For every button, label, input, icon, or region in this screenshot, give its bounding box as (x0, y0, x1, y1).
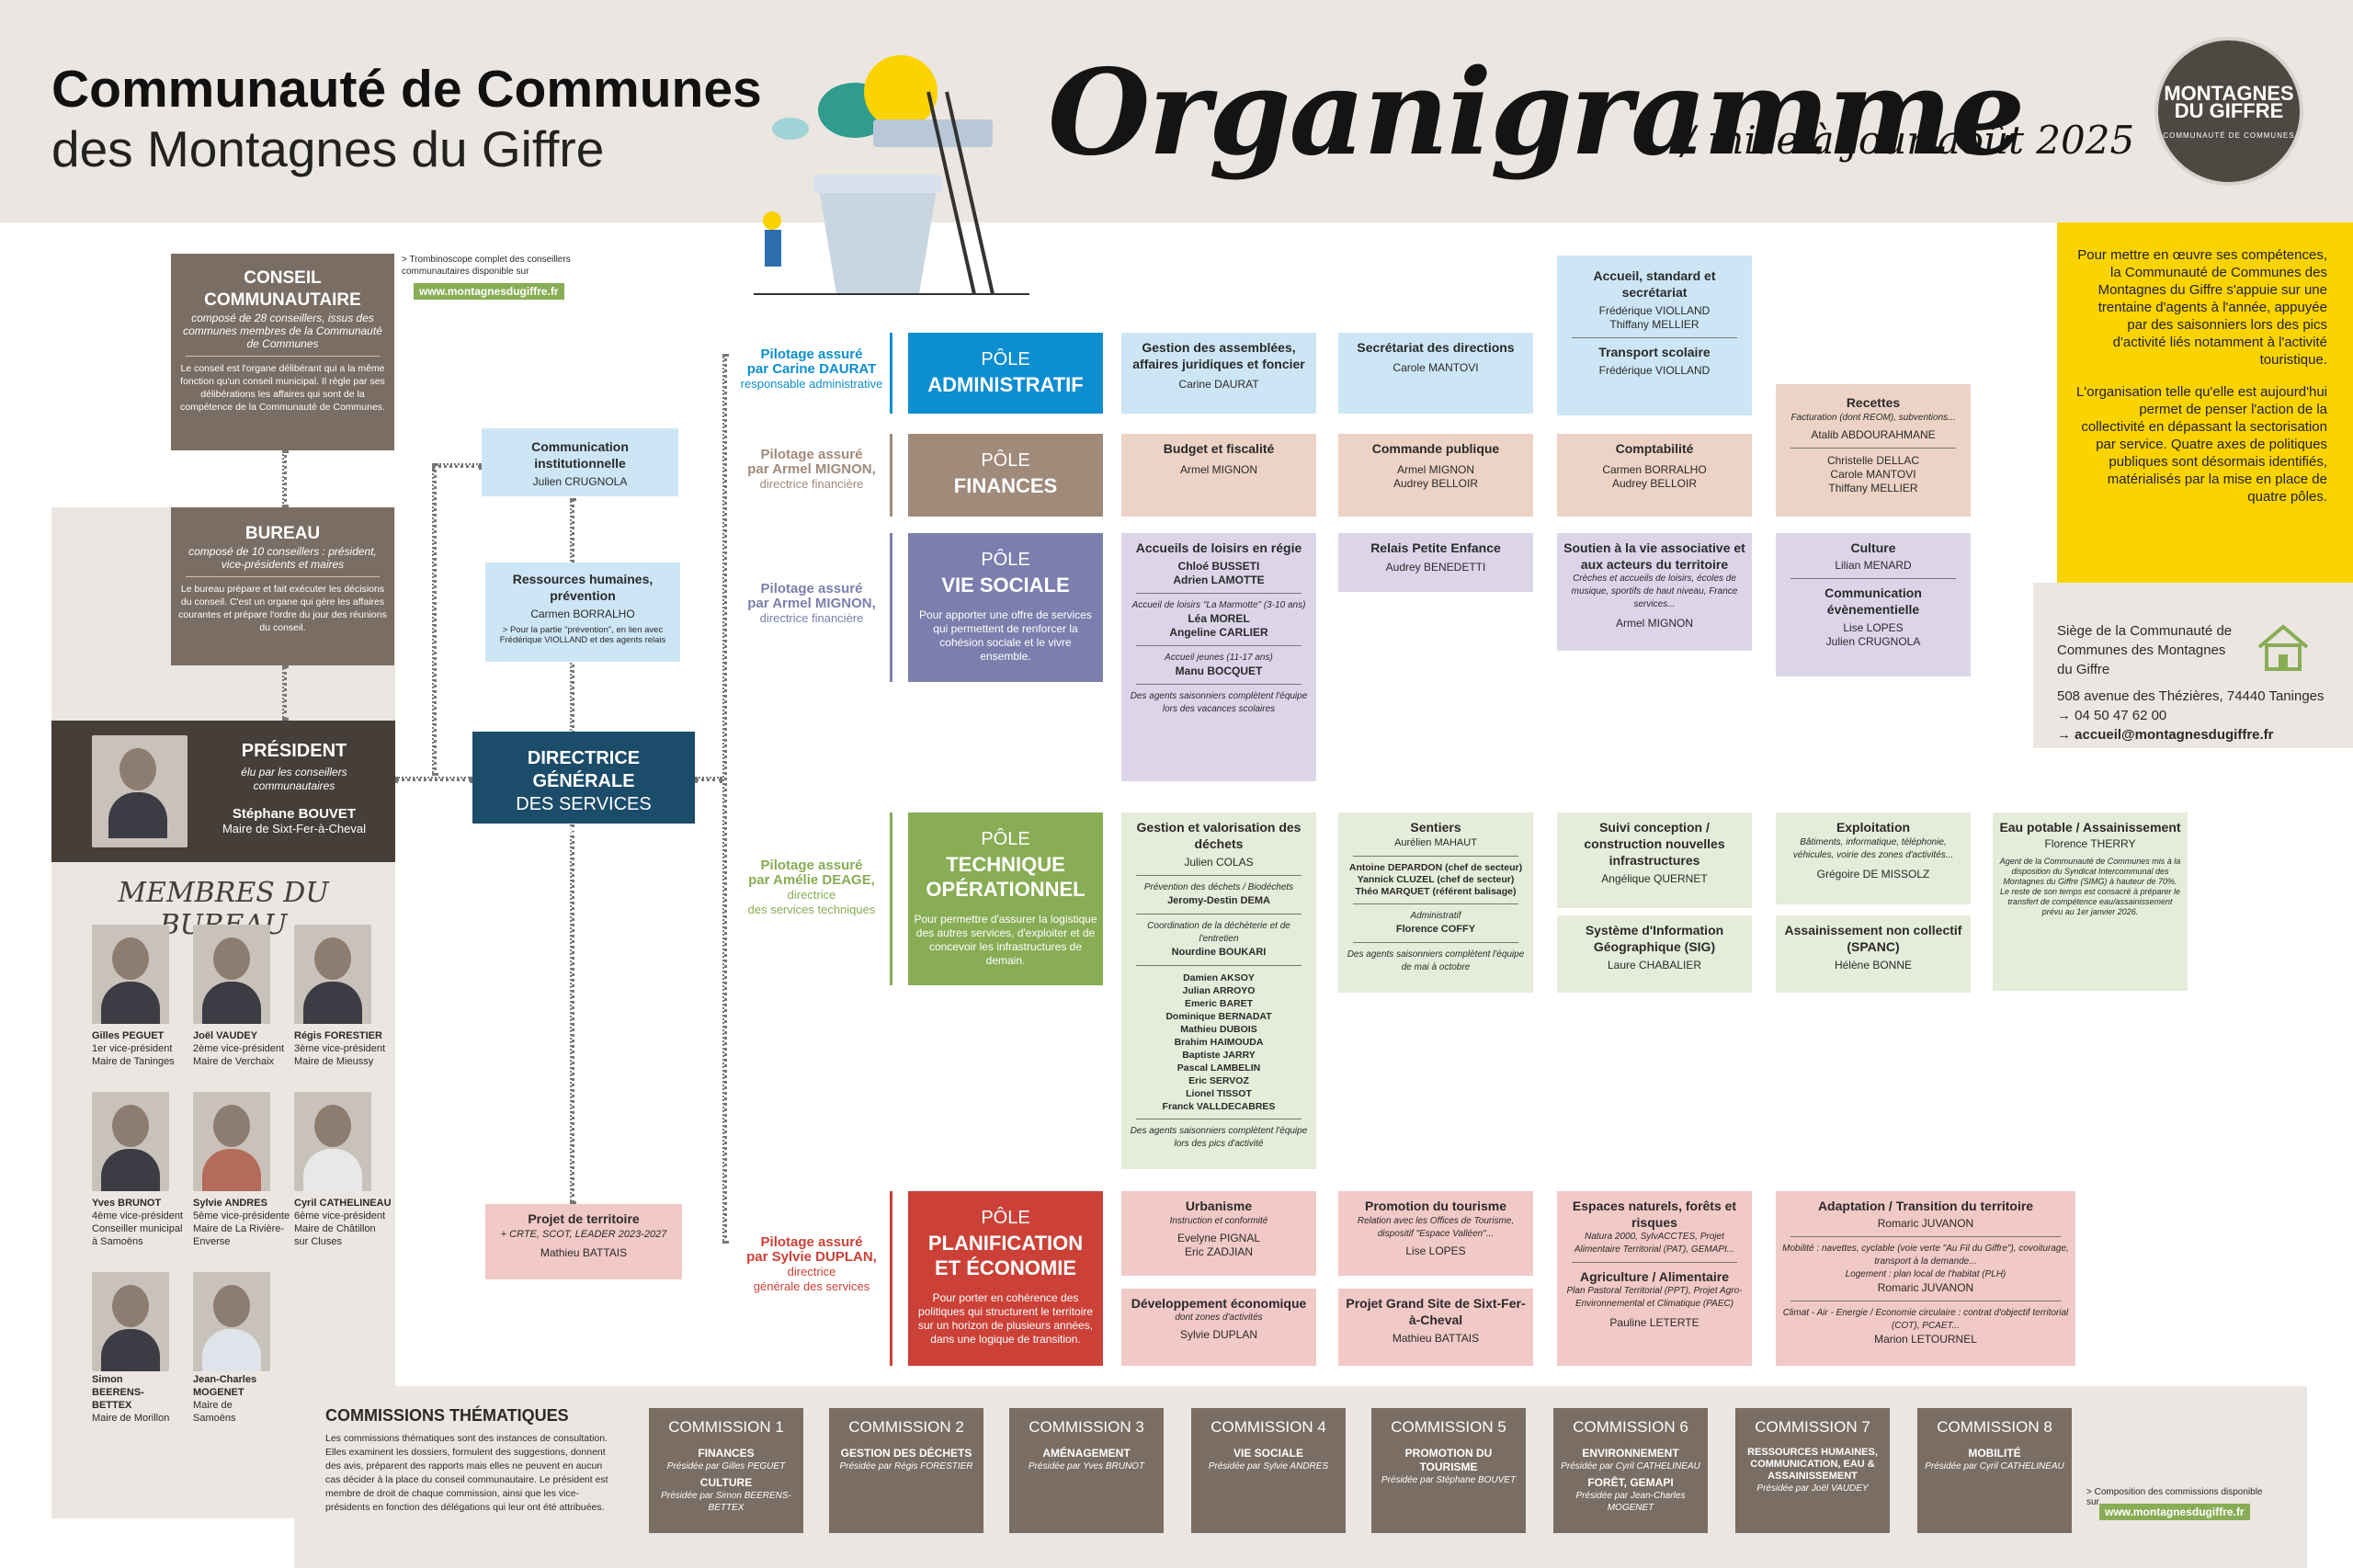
president-text: PRÉSIDENT élu par les conseillers commun… (222, 741, 367, 835)
conseil-box: CONSEIL COMMUNAUTAIRE composé de 28 cons… (171, 254, 394, 450)
header-band (0, 0, 2353, 222)
bracket (890, 1191, 892, 1366)
bracket (890, 812, 892, 985)
connector (432, 463, 437, 776)
projet-territoire-box: Projet de territoire + CRTE, SCOT, LEADE… (485, 1204, 682, 1279)
service-suivi: Suivi conception / construction nouvelle… (1557, 812, 1752, 908)
connector (432, 463, 482, 468)
connector (570, 498, 574, 1204)
commissions-title: COMMISSIONS THÉMATIQUES (325, 1406, 569, 1425)
intro-panel: Pour mettre en œuvre ses compétences, la… (2057, 222, 2353, 603)
member-photo (193, 1092, 270, 1191)
service-spanc: Assainissement non collectif (SPANC)Hélè… (1776, 915, 1971, 993)
service-sig: Système d'Information Géographique (SIG)… (1557, 915, 1752, 993)
org-name-line2: des Montagnes du Giffre (51, 120, 605, 177)
connector (282, 450, 287, 507)
org-name: Communauté de Communes (51, 60, 762, 119)
member-photo (193, 1272, 270, 1371)
siege-panel: Siège de la Communauté de Communes des M… (2033, 583, 2353, 748)
member-photo (92, 925, 169, 1024)
update-date: / mise à jour août 2025 (1682, 118, 2135, 163)
conseil-link[interactable]: www.montagnesdugiffre.fr (414, 283, 564, 300)
service-assemblees: Gestion des assemblées, affaires juridiq… (1121, 333, 1316, 414)
service-vie-associative: Soutien à la vie associative et aux acte… (1557, 533, 1752, 651)
service-espaces-naturels: Espaces naturels, forêts et risques Natu… (1557, 1191, 1752, 1366)
member-photo (294, 1092, 371, 1191)
logo: MONTAGNES DU GIFFRE COMMUNAUTÉ DE COMMUN… (2154, 37, 2303, 186)
bureau-box: BUREAU composé de 10 conseillers : prési… (171, 507, 394, 665)
service-dechets: Gestion et valorisation des déchets Juli… (1121, 812, 1316, 1169)
bracket (890, 533, 892, 682)
president-photo (92, 735, 188, 847)
commissions-note: > Composition des commissions disponible… (2086, 1487, 2263, 1507)
communication-box: Communication institutionnelle Julien CR… (482, 428, 678, 496)
dgs-box: DIRECTRICE GÉNÉRALE DES SERVICES Sylvie … (472, 732, 695, 836)
member-photo (92, 1272, 169, 1371)
connector (695, 777, 722, 781)
house-icon (2257, 624, 2309, 671)
service-sentiers: Sentiers Aurélien MAHAUT Antoine DEPARDO… (1338, 812, 1533, 993)
member-photo (294, 925, 371, 1024)
member-photo (193, 925, 270, 1024)
commissions-desc: Les commissions thématiques sont des ins… (325, 1433, 608, 1513)
member-photo (92, 1092, 169, 1191)
connector (722, 354, 727, 1244)
rh-box: Ressources humaines, prévention Carmen B… (485, 562, 680, 662)
service-adaptation: Adaptation / Transition du territoire Ro… (1776, 1191, 2075, 1366)
connector (395, 777, 472, 781)
connector (282, 665, 287, 721)
main-title: Organigramme (1048, 44, 2025, 182)
bracket (890, 434, 892, 517)
email-link[interactable]: → accueil@montagnesdugiffre.fr (2057, 727, 2274, 743)
commissions-link[interactable]: www.montagnesdugiffre.fr (2099, 1504, 2250, 1520)
bracket (890, 333, 892, 414)
lightbulb-illustration (754, 55, 1029, 295)
trombinoscope-note: > Trombinoscope complet des conseillers … (402, 255, 571, 277)
service-loisirs: Accueils de loisirs en régie Chloé BUSSE… (1121, 533, 1316, 781)
